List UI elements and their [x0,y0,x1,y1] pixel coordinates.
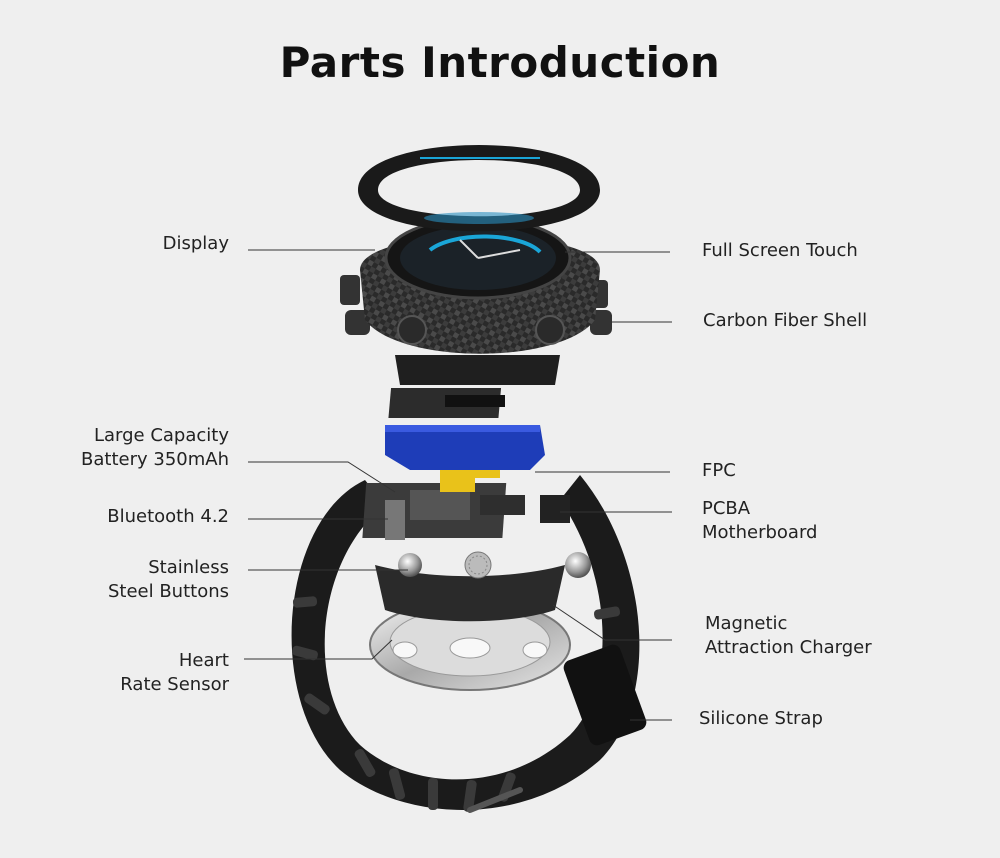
touch-bezel-ring [358,145,600,232]
magnetic-charger-frame [375,551,565,622]
label-pcba-line2: Motherboard [702,522,818,543]
battery-350mah [385,425,545,470]
label-touch-text: Full Screen Touch [702,240,858,261]
stainless-steel-buttons [385,500,591,578]
label-shell: Carbon Fiber Shell [703,309,867,333]
label-bluetooth: Bluetooth 4.2 [107,505,229,529]
label-battery-line2: Battery 350mAh [81,449,229,470]
silicone-strap [291,475,647,813]
label-fpc: FPC [702,459,736,483]
heart-rate-sensor-plate [369,599,571,691]
label-buttons-line1: Stainless [148,557,229,578]
label-touch: Full Screen Touch [702,239,858,263]
label-charger-line1: Magnetic [705,613,788,634]
label-pcba-line1: PCBA [702,498,751,519]
label-heart-line1: Heart [178,650,229,671]
display-backplate [388,388,505,418]
label-charger: Magnetic Attraction Charger [705,612,872,660]
leader-battery [248,461,396,493]
label-battery-line1: Large Capacity [93,425,229,446]
leader-heart [244,639,393,660]
label-battery: Large Capacity Battery 350mAh [81,424,229,472]
display-screen [384,216,572,300]
page-title: Parts Introduction [279,38,721,87]
leader-charger [552,604,672,641]
label-buttons-line2: Steel Buttons [107,581,229,602]
label-strap: Silicone Strap [699,707,823,731]
label-shell-text: Carbon Fiber Shell [703,310,868,331]
label-buttons: Stainless Steel Buttons [108,556,229,604]
label-bluetooth-text: Bluetooth 4.2 [107,506,229,527]
leader-lines [244,249,672,721]
label-pcba: PCBA Motherboard [702,497,817,545]
label-charger-line2: Attraction Charger [705,637,872,658]
label-heart-line2: Rate Sensor [120,674,229,695]
label-strap-text: Silicone Strap [699,708,823,729]
label-display: Display [163,232,229,256]
label-fpc-text: FPC [702,460,736,481]
label-display-text: Display [162,233,229,254]
label-heart-rate: Heart Rate Sensor [120,649,229,697]
